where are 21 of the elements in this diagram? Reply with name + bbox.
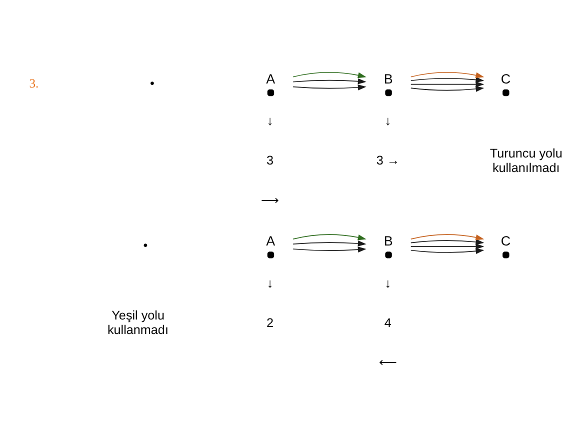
label: ⟵: [378, 355, 398, 370]
label: ↓: [384, 114, 392, 128]
label: ↓: [384, 276, 392, 290]
node-label: B: [384, 71, 393, 86]
label: 3: [266, 154, 274, 168]
label: •: [143, 238, 148, 252]
label: ↓: [266, 276, 274, 290]
node-label: C: [500, 71, 511, 86]
node-label: C: [500, 234, 511, 249]
label: 2: [266, 316, 274, 330]
node-label: A: [266, 234, 276, 249]
label: 4: [384, 316, 392, 330]
label: Yeşil yolu kullanmadı: [107, 308, 168, 338]
label: ⟶: [261, 193, 280, 208]
label: •: [150, 76, 154, 90]
label: 3.: [29, 76, 39, 90]
label: ↓: [266, 114, 274, 128]
label: Turuncu yolu kullanılmadı: [490, 146, 562, 175]
node-label: B: [384, 234, 393, 249]
node-label: A: [266, 71, 276, 86]
label: 3 →: [376, 154, 400, 168]
